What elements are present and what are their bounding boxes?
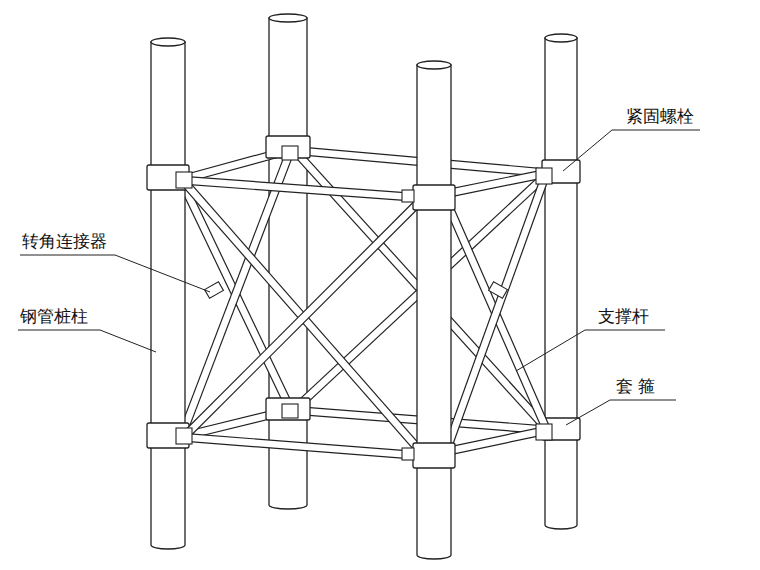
back-pile-column xyxy=(269,14,307,509)
back-collars-part xyxy=(282,404,298,418)
front-brace-rods-part xyxy=(180,180,425,198)
leader-lines-part xyxy=(566,400,676,425)
front-brace-rods-part xyxy=(186,200,421,435)
front-pile-column-part xyxy=(402,190,414,202)
corner-connectors-part xyxy=(489,282,508,299)
front-brace-rods-part xyxy=(180,437,425,456)
corner-connectors-part xyxy=(176,172,192,188)
front-pile-column xyxy=(402,61,455,559)
front-brace-rods-part xyxy=(446,177,545,452)
front-pile-column-part xyxy=(417,65,451,559)
front-brace-rods xyxy=(180,173,548,456)
front-brace-rods-part xyxy=(186,184,421,452)
front-pile-column-part xyxy=(413,443,455,468)
right-pile-column-part xyxy=(545,34,577,42)
leader-lines-part xyxy=(516,330,665,371)
left-pile-column-part xyxy=(151,42,185,549)
part-label: 紧固螺栓 xyxy=(626,106,694,126)
right-pile-column-part xyxy=(545,38,577,529)
front-brace-rods-part xyxy=(180,437,425,456)
front-brace-rods-part xyxy=(186,184,421,452)
corner-connectors xyxy=(176,168,552,444)
leader-lines xyxy=(18,130,700,425)
right-pile-column xyxy=(542,34,580,529)
part-label: 支撑杆 xyxy=(598,306,649,326)
front-brace-rods-part xyxy=(180,180,425,198)
front-brace-rods-part xyxy=(186,200,421,435)
front-brace-rods-part xyxy=(446,177,545,452)
part-label: 套 箍 xyxy=(616,376,655,396)
front-pile-column-part xyxy=(417,61,451,69)
left-pile-column-part xyxy=(151,38,185,46)
back-brace-rods xyxy=(180,150,548,437)
leader-lines-part xyxy=(563,130,700,171)
front-pile-column-part xyxy=(402,448,414,460)
back-collars-part xyxy=(266,398,310,420)
part-label: 转角连接器 xyxy=(22,231,107,251)
corner-connectors-part xyxy=(205,282,224,299)
part-label: 钢管桩柱 xyxy=(20,306,88,326)
left-pile-column xyxy=(147,38,189,549)
back-pile-column-part xyxy=(269,14,307,22)
back-pile-column-part xyxy=(269,18,307,509)
corner-connectors-part xyxy=(176,428,192,444)
back-collars-part xyxy=(282,146,298,160)
corner-connectors-part xyxy=(536,168,552,184)
leader-lines-part xyxy=(18,330,156,352)
leader-lines-part xyxy=(20,255,210,292)
corner-connectors-part xyxy=(536,424,552,440)
front-pile-column-part xyxy=(413,185,455,210)
